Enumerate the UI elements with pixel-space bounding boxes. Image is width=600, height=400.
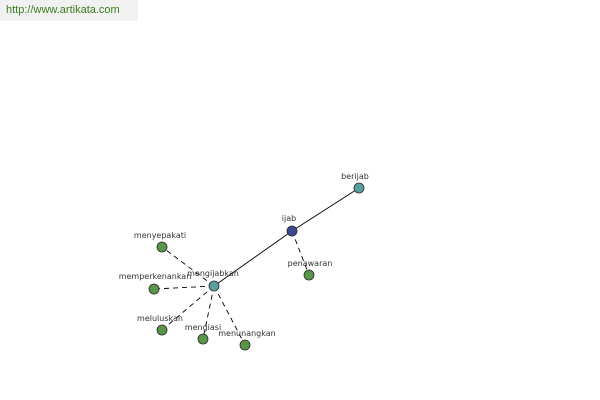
edge-jjab-berijab — [291, 187, 360, 232]
node-berijab[interactable] — [353, 182, 365, 194]
node-label-jjab: ijab — [282, 214, 296, 223]
node-menyepakati[interactable] — [156, 241, 168, 253]
source-url-banner[interactable]: http://www.artikata.com — [0, 0, 138, 21]
node-label-menunangkan: menunangkan — [218, 329, 275, 338]
node-label-mengijabkan: mengijabkan — [187, 269, 239, 278]
node-memperkenankan[interactable] — [148, 283, 160, 295]
edge-mengijabkan-memperkenankan — [153, 285, 215, 290]
node-label-memperkenankan: memperkenankan — [119, 272, 192, 281]
node-label-berijab: berijab — [341, 172, 369, 181]
node-label-penawaran: penawaran — [288, 259, 333, 268]
labels-layer: ijab berijab mengijabkan penawaran menyepaka… — [119, 172, 369, 338]
edge-mengijabkan-meluluskan — [161, 285, 215, 331]
edge-mengijabkan-menyepakati — [161, 246, 215, 287]
node-jjab[interactable] — [286, 225, 298, 237]
nodes-layer — [148, 182, 365, 351]
edge-jjab-penawaran — [291, 230, 310, 276]
edge-mengijabkan-mengiasi — [202, 285, 215, 340]
node-mengijabkan[interactable] — [208, 280, 220, 292]
node-menunangkan[interactable] — [239, 339, 251, 351]
node-label-meluluskan: meluluskan — [137, 314, 183, 323]
node-penawaran[interactable] — [303, 269, 315, 281]
edges-layer — [153, 187, 360, 346]
node-label-mengiasi: mengiasi — [185, 323, 221, 332]
node-mengiasi[interactable] — [197, 333, 209, 345]
edge-jjab-mengijabkan — [213, 230, 293, 287]
node-label-menyepakati: menyepakati — [134, 231, 186, 240]
node-meluluskan[interactable] — [156, 324, 168, 336]
edge-mengijabkan-menunangkan — [213, 285, 246, 346]
